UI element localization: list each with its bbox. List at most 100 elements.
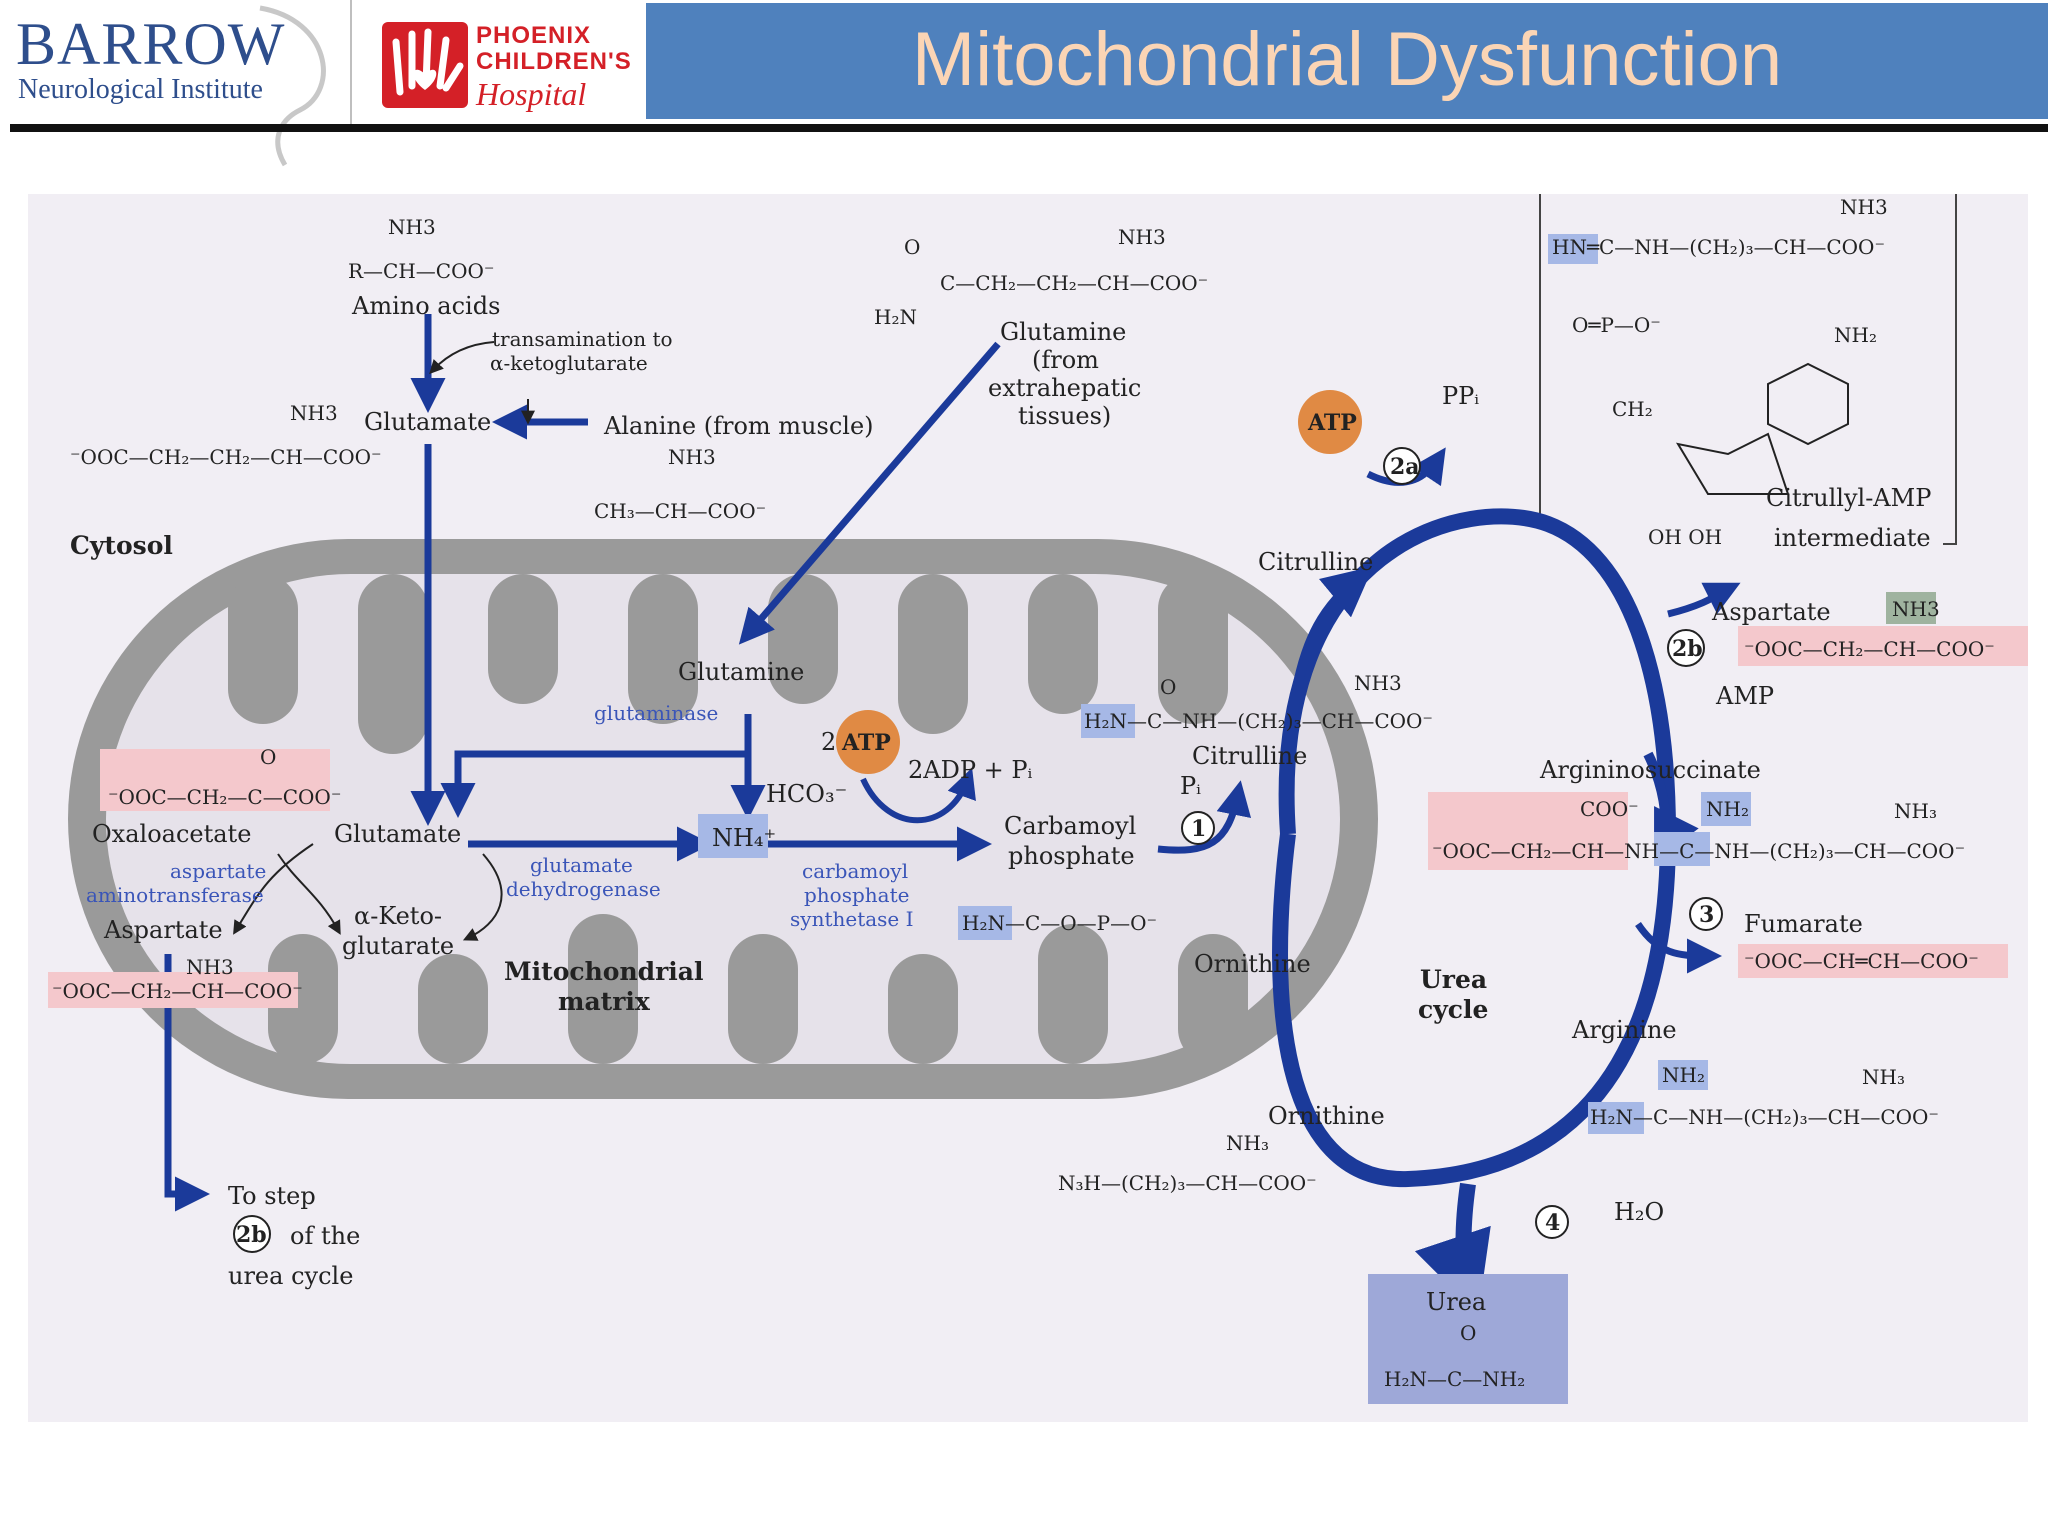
gln-nh3: NH3 [1118, 225, 1166, 249]
cit-mid-nh3: NH3 [1354, 671, 1402, 695]
step-3: 3 [1699, 902, 1714, 928]
slide-header: BARROW Neurological Institute PHOENIX CH… [0, 0, 2048, 167]
cit-mid-o: O [1160, 675, 1176, 699]
phoenix-hand-heart-icon [382, 22, 468, 108]
ornithine-bottom-label: Ornithine [1268, 1102, 1385, 1130]
inset-bracket [1539, 192, 1957, 545]
argininosuccinate-label: Argininosuccinate [1539, 756, 1761, 784]
atp2-label: ATP [841, 730, 891, 756]
arg-nh2: NH₂ [1662, 1063, 1705, 1087]
aspartate-left-label: Aspartate [103, 916, 223, 944]
matrix-label-1: Mitochondrial [504, 957, 704, 986]
urea-o: O [1460, 1321, 1476, 1345]
to-step-label: To step [228, 1182, 316, 1210]
pch-logo-line1: PHOENIX [476, 22, 592, 49]
logo-divider [350, 0, 352, 130]
step-circles [233, 447, 1723, 1253]
as-formula: ⁻OOC—CH₂—CH—NH—C—NH—(CH₂)₃—CH—COO⁻ [1432, 839, 1965, 863]
cps-label-3: synthetase I [790, 907, 914, 931]
pi-label: Pᵢ [1180, 772, 1201, 800]
ast-arrow-2 [277, 853, 341, 935]
citrulline-mid-label: Citrulline [1192, 742, 1307, 770]
cit-amp-nh3: NH3 [1840, 195, 1888, 219]
amino-acids-label: Amino acids [351, 292, 500, 320]
gdh-label-1: glutamate [530, 853, 633, 877]
ch2-label: CH₂ [1612, 397, 1653, 421]
pch-logo-line3: Hospital [476, 76, 587, 112]
urea-cycle-label-2: cycle [1418, 995, 1488, 1024]
step-2b: 2b [1672, 636, 1703, 662]
atp2-num: 2 [821, 728, 836, 756]
carbamoyl-label-1: Carbamoyl [1004, 812, 1136, 840]
cytosol-label: Cytosol [70, 531, 173, 560]
of-the-label: of the [290, 1222, 360, 1250]
title-bar [646, 3, 2048, 119]
ast-arrow-1 [233, 843, 314, 935]
amp-label: AMP [1715, 682, 1774, 710]
as-coo: COO⁻ [1580, 797, 1639, 821]
header-rule [10, 124, 2048, 132]
cp-formula: H₂N—C—O—P—O⁻ [962, 911, 1157, 935]
ala-nh3: NH3 [668, 445, 716, 469]
asp-r-nh3: NH3 [1892, 597, 1940, 621]
matrix-label-2: matrix [558, 987, 651, 1016]
barrow-logo-subtitle: Neurological Institute [18, 74, 263, 105]
gdh-arrow [462, 853, 503, 941]
atp-circle-mid [836, 710, 900, 774]
glutamate-matrix-label: Glutamate [334, 820, 461, 848]
oaa-formula: ⁻OOC—CH₂—C—COO⁻ [108, 785, 341, 809]
to-step-2b: 2b [236, 1222, 267, 1248]
gln-h2n: H₂N [874, 305, 917, 329]
urea-label: Urea [1426, 1288, 1486, 1316]
oaa-o: O [260, 745, 276, 769]
glutamine-ext-4: tissues) [1018, 402, 1111, 430]
carbamoyl-label-2: phosphate [1008, 842, 1135, 870]
urea-cycle-text: urea cycle [228, 1262, 353, 1290]
as-nh3: NH₃ [1894, 799, 1937, 823]
step-4: 4 [1545, 1210, 1560, 1236]
urea-formula: H₂N—C—NH₂ [1384, 1367, 1525, 1391]
nh4-label: NH₄⁺ [712, 824, 776, 852]
ornithine-mid-label: Ornithine [1194, 950, 1311, 978]
glutamine-matrix-label: Glutamine [678, 658, 804, 686]
as-nh2: NH₂ [1706, 797, 1749, 821]
barrow-logo-name: BARROW [16, 11, 286, 77]
akg-label-2: glutarate [342, 932, 454, 960]
oh-oh-label: OH OH [1648, 525, 1722, 549]
ast-label-1: aspartate [170, 859, 266, 883]
gln-o: O [904, 235, 920, 259]
step-2a: 2a [1390, 454, 1420, 480]
glutamine-ext-1: Glutamine [1000, 318, 1126, 346]
urea-cycle-label-1: Urea [1420, 965, 1487, 994]
cit-amp-label-1: Citrullyl-AMP [1766, 484, 1931, 512]
adenine-nh2: NH₂ [1834, 323, 1877, 347]
alanine-label: Alanine (from muscle) [603, 412, 874, 440]
adenosine-ring-icon [1675, 362, 1849, 495]
cit-amp-formula: HN═C—NH—(CH₂)₃—CH—COO⁻ [1552, 235, 1885, 259]
amino-formula: R—CH—COO⁻ [348, 259, 494, 283]
transamination-arrow [429, 341, 495, 375]
arg-formula: H₂N—C—NH—(CH₂)₃—CH—COO⁻ [1590, 1105, 1939, 1129]
akg-label-1: α-Keto- [354, 902, 442, 930]
ppi-label: PPᵢ [1442, 382, 1479, 410]
arginine-label: Arginine [1571, 1016, 1677, 1044]
amino-nh3: NH3 [388, 215, 436, 239]
gdh-label-2: dehydrogenase [506, 877, 661, 901]
cit-amp-label-2: intermediate [1774, 524, 1931, 552]
cps-label-1: carbamoyl [802, 859, 908, 883]
asp-l-nh3: NH3 [186, 955, 234, 979]
gln-formula: C—CH₂—CH₂—CH—COO⁻ [940, 271, 1208, 295]
cps-label-2: phosphate [804, 883, 909, 907]
arg-nh3: NH₃ [1862, 1065, 1905, 1089]
pathway-arrows [164, 314, 1741, 1212]
orn-formula: N₃H—(CH₂)₃—CH—COO⁻ [1058, 1171, 1317, 1195]
atp-circle-top [1298, 390, 1362, 454]
fumarate-label: Fumarate [1744, 910, 1863, 938]
glutamine-ext-2: (from [1032, 346, 1099, 374]
citrulline-top-label: Citrulline [1258, 548, 1373, 576]
ast-label-2: aminotransferase [86, 883, 264, 907]
cit-amp-phos: O═P—O⁻ [1572, 313, 1661, 337]
glutamine-ext-3: extrahepatic [988, 374, 1141, 402]
glu-top-nh3: NH3 [290, 401, 338, 425]
transamination-label-2: α-ketoglutarate [490, 351, 648, 375]
